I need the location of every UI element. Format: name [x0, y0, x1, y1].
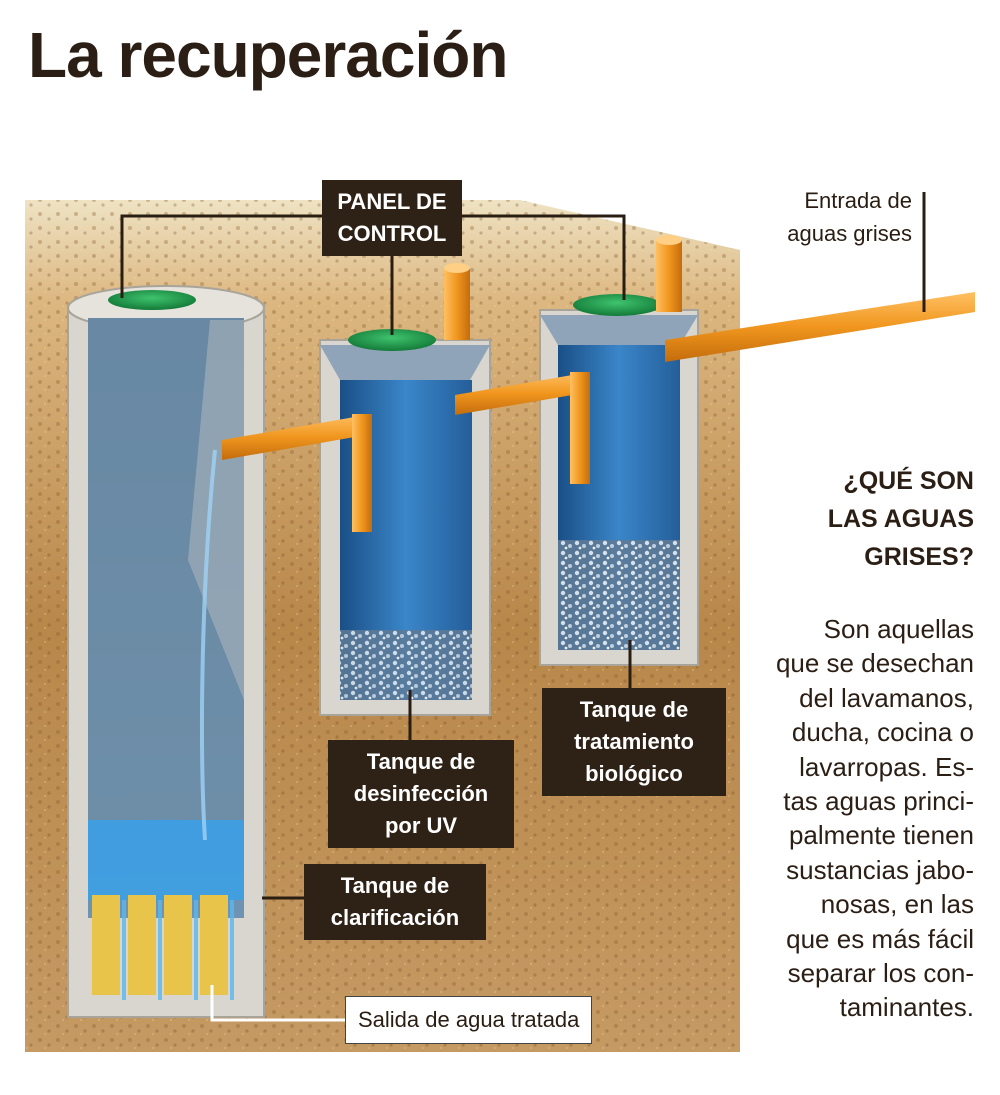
biological-lid [573, 294, 661, 316]
sidebar-heading: ¿QUÉ SON LAS AGUAS GRISES? [827, 467, 974, 571]
clarification-tank-label: Tanque de clarificación [304, 864, 486, 940]
biological-tank-label: Tanque de tratamiento biológico [542, 688, 726, 796]
clarification-tank [67, 285, 265, 1018]
greywater-inlet-label: Entrada de aguas grises [787, 188, 912, 246]
outlet-leader [210, 985, 346, 1022]
treated-water-outlet-label: Salida de agua tratada [345, 996, 593, 1044]
uv-lid [348, 329, 436, 351]
pipes [222, 235, 975, 532]
leader-lines [120, 192, 926, 900]
clarification-lid [108, 290, 196, 310]
control-panel-label: PANEL DE CONTROL [322, 180, 462, 256]
uv-tank-label: Tanque de desinfección por UV [328, 740, 514, 848]
page-title: La recuperación [28, 19, 508, 91]
uv-disinfection-tank [319, 329, 491, 716]
sidebar-body: Son aquellas que se desechan del lavaman… [775, 614, 974, 1023]
